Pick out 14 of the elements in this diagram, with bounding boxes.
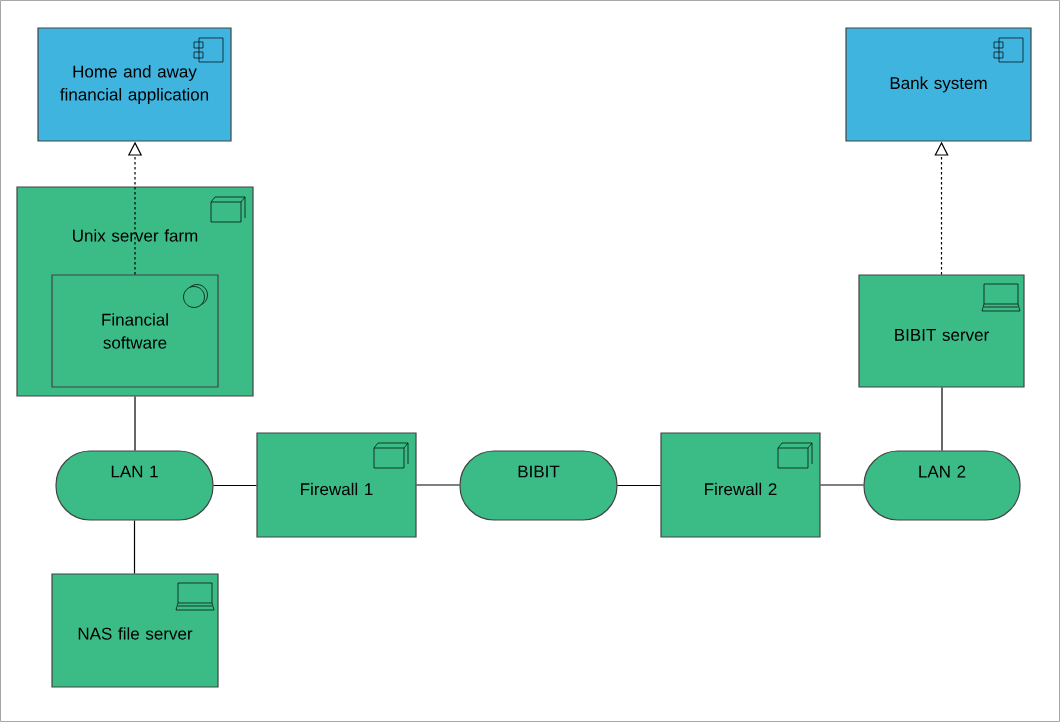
- component-box: Home and away financial application: [37, 27, 232, 142]
- node-box: Firewall 1: [256, 432, 417, 538]
- connector-line: [820, 484, 864, 486]
- connector-line: [213, 484, 257, 487]
- node-box: NAS file server: [51, 573, 219, 688]
- node-box: Financial software: [51, 274, 219, 388]
- connector-line: [941, 387, 943, 451]
- connector-line: [134, 396, 136, 451]
- component-box: Bank system: [845, 27, 1032, 142]
- connector-line: [617, 484, 661, 487]
- node-box: Firewall 2: [660, 432, 821, 538]
- connector-line: [133, 520, 136, 574]
- node-box: BIBIT server: [858, 274, 1025, 388]
- connector-line: [416, 484, 460, 486]
